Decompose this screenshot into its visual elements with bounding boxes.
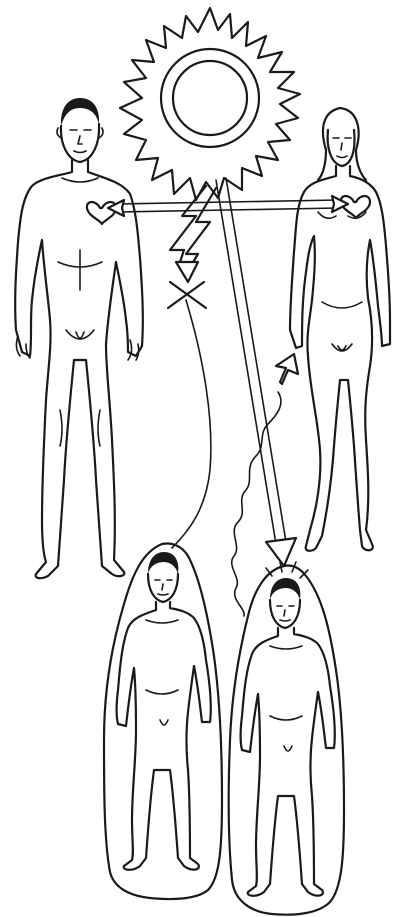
child-right-body [241,628,335,896]
man-hands [16,336,138,360]
sun [120,8,300,200]
sun-rays [120,8,300,200]
heart-connection [108,196,348,216]
child-right-face [277,606,294,621]
child-right-figure [229,562,344,915]
curve-to-left-child [172,300,211,548]
straight-arrow-line-b [226,178,286,542]
woman-anatomy [318,212,366,351]
heart-line-lower [118,208,338,212]
lightning-arrowhead [176,262,198,282]
woman-face [333,138,351,158]
lightning-body-inner [186,188,216,264]
child-right-anatomy [270,646,302,751]
child-left-anatomy [146,620,178,725]
wavy-arrow-head [276,354,298,384]
straight-arrow-head [266,538,296,566]
heart-line-upper [118,200,338,204]
man-body [15,160,143,578]
man-head [61,124,99,162]
child-left-body [117,602,211,870]
child-right-hair [270,578,300,600]
child-left-hair [148,552,178,574]
man-figure [15,98,143,578]
lightning-bolt [170,186,216,282]
woman-body [290,166,390,551]
child-right-aura [229,565,344,914]
child-left-figure [104,544,222,900]
woman-heart [341,196,370,218]
child-left-face [155,580,172,595]
woman-figure [290,108,390,551]
man-hair [61,98,99,126]
